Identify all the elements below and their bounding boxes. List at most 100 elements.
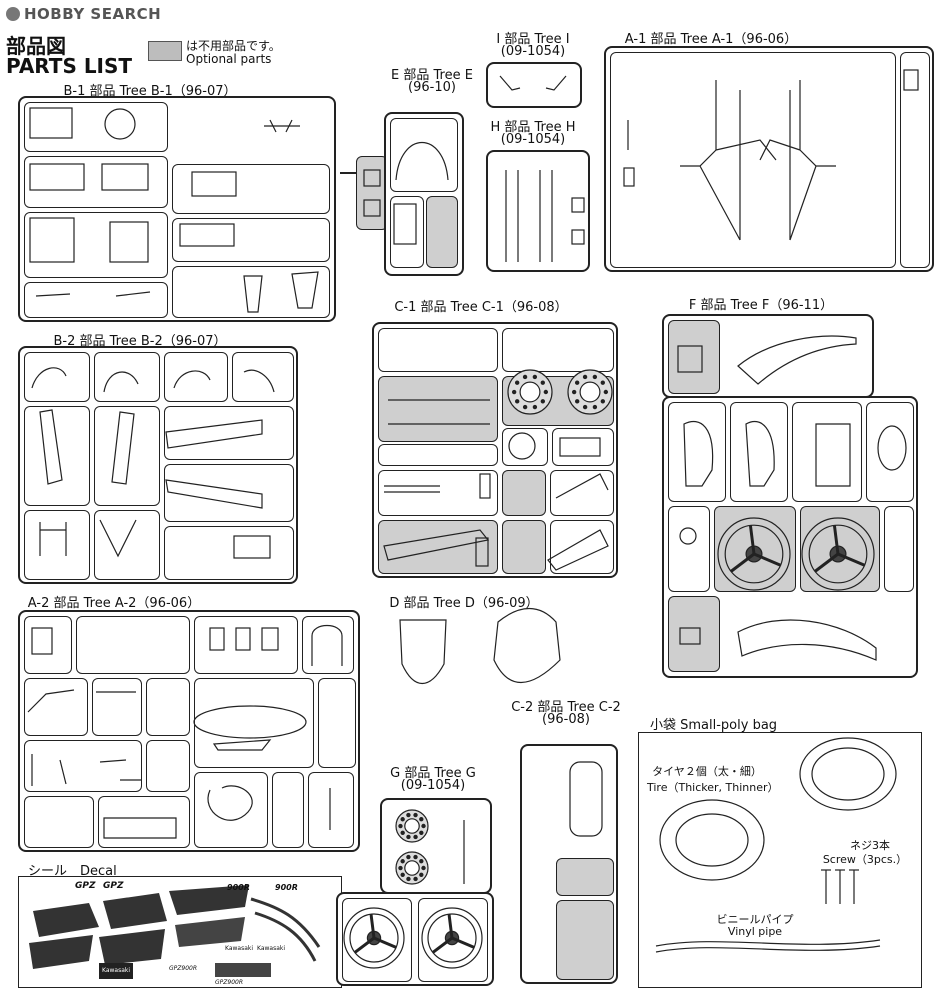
pipe-label-en: Vinyl pipe <box>727 925 783 938</box>
logo-text: HOBBY SEARCH <box>24 5 162 23</box>
f-cell-2-3 <box>668 506 710 592</box>
tree-b2 <box>18 346 298 584</box>
tree-a2 <box>18 610 360 852</box>
page-title-en: PARTS LIST <box>6 54 133 78</box>
legend-text-jp: は不用部品です。 <box>186 39 281 53</box>
b1-cell-engine <box>24 102 168 152</box>
small-poly-bag: タイヤ２個（太・細） Tire（Thicker, Thinner） ネジ3本 S… <box>638 732 922 988</box>
c1-cell-15-16 <box>378 444 498 466</box>
f-cell-4 <box>714 506 796 592</box>
tree-e <box>384 112 464 276</box>
decal-text-900r-2: 900R <box>275 883 298 892</box>
decal-sheet: GPZ GPZ 900R 900R Kawasaki Kawasaki Kawa… <box>18 876 342 988</box>
a2-cell-27 <box>302 616 354 674</box>
c1-cell-12 <box>552 428 614 466</box>
c1-cell-21-22 <box>378 470 498 516</box>
a2-cell-14-16 <box>76 616 190 674</box>
b2-cell-33 <box>164 464 294 522</box>
decal-shapes <box>29 885 321 979</box>
e-cell-1 <box>390 118 458 192</box>
page-title-jp: 部品図 <box>6 34 66 58</box>
b1-cell-radiator <box>172 164 330 214</box>
a2-cell-10 <box>24 678 88 736</box>
f-cell-9 <box>792 402 862 502</box>
a2-cell-9 <box>146 740 190 792</box>
tree-g-title-2: (09-1054) <box>400 778 466 793</box>
c1-cell-17 <box>550 470 614 516</box>
tree-i-title-1: I 部品 Tree I <box>496 32 570 47</box>
tree-f <box>662 314 874 398</box>
tree-e-title-2: (96-10) <box>408 80 456 95</box>
e-cell-2-3 <box>390 196 424 268</box>
c1-cell-4-6 <box>378 328 498 372</box>
a2-cell-20 <box>308 772 354 848</box>
a2-cell-chain <box>194 678 314 768</box>
decal-text-gpz-2: GPZ <box>103 881 124 891</box>
bag-title: 小袋 Small-poly bag <box>650 718 778 733</box>
f-cell-7 <box>668 402 726 502</box>
e-cell-4-6 <box>426 196 458 268</box>
tree-e-title-1: E 部品 Tree E <box>391 68 473 83</box>
decal-text-gpz900r-1: GPZ900R <box>169 965 197 972</box>
tree-i <box>486 62 582 108</box>
a1-cell-frame <box>610 52 896 268</box>
screw-label-en: Screw（3pcs.） <box>822 853 908 866</box>
g-cell-1 <box>342 898 412 982</box>
c2-cell-29-34 <box>556 900 614 980</box>
tree-g-title-1: G 部品 Tree G <box>390 766 476 781</box>
tree-c2-title-1: C-2 部品 Tree C-2 <box>511 700 621 715</box>
b2-cell-29-32 <box>164 526 294 580</box>
b2-cell-34 <box>164 406 294 460</box>
tree-c1 <box>372 322 618 578</box>
b1-cell-meters <box>172 218 330 262</box>
tire-label-en: Tire（Thicker, Thinner） <box>647 781 779 794</box>
tree-a2-title: A-2 部品 Tree A-2（96-06） <box>27 596 201 611</box>
a2-cell-17 <box>194 772 268 848</box>
legend-text-en: Optional parts <box>186 52 272 66</box>
logo-icon <box>6 7 20 21</box>
front-cowl-1-sketch <box>493 608 561 684</box>
b1-cell-cylinders <box>24 156 168 208</box>
decal-text-900r-1: 900R <box>227 883 250 892</box>
a2-cell-23 <box>318 678 356 768</box>
a1-cell-side <box>900 52 930 268</box>
f-cell-5 <box>800 506 880 592</box>
b2-cell-27 <box>24 352 90 402</box>
c1-cell-13 <box>502 428 548 466</box>
tree-b1 <box>18 96 336 322</box>
tree-f-title: F 部品 Tree F（96-11） <box>688 298 834 313</box>
tree-b2-title: B-2 部品 Tree B-2（96-07） <box>53 334 227 349</box>
tree-a1 <box>604 46 934 272</box>
b2-cell-23 <box>24 510 90 580</box>
tree-c2 <box>520 744 618 984</box>
tree-c2-title-2: (96-08) <box>542 712 590 727</box>
b1-cell-small-parts <box>172 266 330 318</box>
decal-text-kawasaki-3: Kawasaki <box>102 967 131 974</box>
b2-cell-25 <box>24 406 90 506</box>
tree-b1-title: B-1 部品 Tree B-1（96-07） <box>63 84 237 99</box>
decal-title: シール Decal <box>28 864 117 879</box>
optional-parts-swatch <box>148 41 182 61</box>
pipe-label-jp: ビニールパイプ <box>716 913 794 926</box>
a2-cell-5-8 <box>24 740 142 792</box>
c1-cell-27-28 <box>378 520 498 574</box>
tree-f-main <box>662 396 918 678</box>
tree-g-bottom <box>336 892 494 986</box>
decal-text-gpz-1: GPZ <box>75 881 96 891</box>
tree-g-top <box>380 798 492 894</box>
c1-cell-discs <box>502 376 614 426</box>
f-cell-10 <box>866 402 914 502</box>
f-cell-13 <box>668 596 720 672</box>
c1-cell-18-20 <box>502 470 546 516</box>
tree-d-title: D 部品 Tree D（96-09） <box>389 596 539 611</box>
a2-cell-4 <box>98 796 190 848</box>
b2-cell-26 <box>94 406 160 506</box>
tree-i-title-2: (09-1054) <box>500 44 566 59</box>
b1-cell-crankcase <box>24 212 168 278</box>
c1-cell-forks <box>378 376 498 442</box>
c1-cell-23-24 <box>550 520 614 574</box>
a2-cell-24-26 <box>194 616 298 674</box>
g-cell-2 <box>418 898 488 982</box>
b2-cell-36 <box>232 352 294 402</box>
site-logo: HOBBY SEARCH <box>6 5 161 23</box>
